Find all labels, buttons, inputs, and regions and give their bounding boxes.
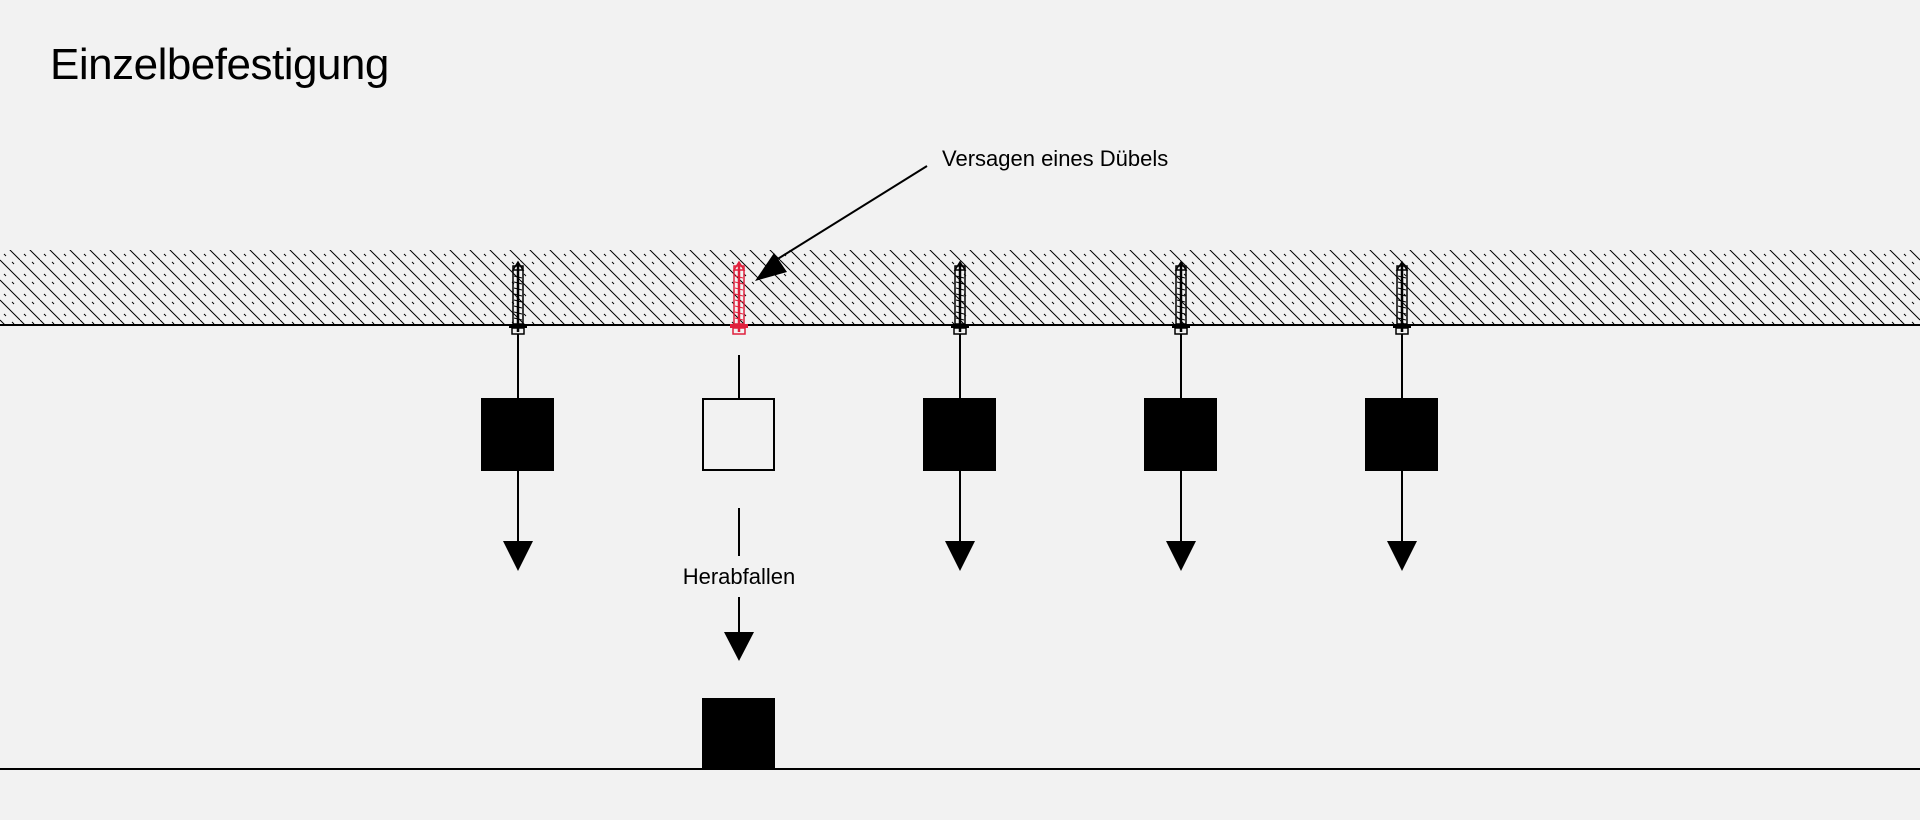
falling-arrowhead: [724, 632, 754, 661]
anchor-thread: [1397, 299, 1407, 303]
anchor-thread: [734, 293, 744, 297]
anchor-washer: [509, 324, 527, 328]
anchor-thread: [734, 281, 744, 285]
falling-label: Herabfallen: [683, 564, 796, 589]
anchor-thread: [734, 299, 744, 303]
load-block: [1144, 398, 1217, 471]
anchor-thread: [1176, 317, 1186, 321]
anchor-thread: [734, 305, 744, 309]
falling-annotation: Herabfallen: [683, 508, 796, 769]
failure-annotation: Versagen eines Dübels: [755, 146, 1168, 281]
anchor-thread: [513, 293, 523, 297]
load-block: [481, 398, 554, 471]
anchor-thread: [955, 311, 965, 315]
anchor-thread: [513, 305, 523, 309]
failure-arrowhead: [755, 253, 787, 281]
anchor-thread: [1176, 311, 1186, 315]
anchor-thread: [955, 317, 965, 321]
anchor-thread: [1176, 299, 1186, 303]
fallen-load: [702, 698, 775, 769]
anchor-thread: [955, 299, 965, 303]
anchor-cone: [732, 260, 746, 271]
anchor-2: [702, 260, 775, 471]
anchor-5: [1365, 260, 1438, 571]
anchor-thread: [955, 281, 965, 285]
failure-pointer-line: [767, 165, 928, 266]
load-force-arrowhead: [945, 541, 975, 571]
anchor-thread: [1176, 275, 1186, 279]
anchor-thread: [734, 311, 744, 315]
anchor-thread: [513, 275, 523, 279]
load-block: [923, 398, 996, 471]
anchor-thread: [1397, 281, 1407, 285]
anchor-washer: [1393, 324, 1411, 328]
failure-label: Versagen eines Dübels: [942, 146, 1168, 171]
anchor-washer: [730, 324, 748, 328]
anchor-thread: [734, 275, 744, 279]
anchor-thread: [1176, 287, 1186, 291]
anchor-thread: [1397, 275, 1407, 279]
anchor-thread: [1176, 281, 1186, 285]
anchor-cone: [1395, 260, 1409, 271]
anchor-cone: [1174, 260, 1188, 271]
anchor-washer: [1172, 324, 1190, 328]
diagram-title: Einzelbefestigung: [50, 40, 389, 89]
anchor-1: [481, 260, 554, 571]
anchor-thread: [1176, 305, 1186, 309]
anchor-thread: [1397, 293, 1407, 297]
anchor-thread: [734, 317, 744, 321]
anchor-thread: [513, 299, 523, 303]
anchor-thread: [955, 293, 965, 297]
anchor-thread: [1397, 317, 1407, 321]
anchors-layer: [481, 260, 1438, 571]
load-force-arrowhead: [1166, 541, 1196, 571]
anchor-cone: [953, 260, 967, 271]
anchor-thread: [513, 317, 523, 321]
anchor-washer: [951, 324, 969, 328]
empty-load-outline: [702, 398, 775, 471]
anchor-nut: [732, 327, 746, 335]
anchor-thread: [955, 275, 965, 279]
anchor-thread: [1397, 305, 1407, 309]
anchor-4: [1144, 260, 1217, 571]
anchor-3: [923, 260, 996, 571]
load-force-arrowhead: [503, 541, 533, 571]
anchor-thread: [955, 287, 965, 291]
anchor-thread: [513, 311, 523, 315]
anchor-thread: [1397, 287, 1407, 291]
anchor-thread: [1176, 293, 1186, 297]
anchor-cone: [511, 260, 525, 271]
load-block: [1365, 398, 1438, 471]
anchor-thread: [955, 305, 965, 309]
anchor-thread: [513, 281, 523, 285]
load-force-arrowhead: [1387, 541, 1417, 571]
anchor-thread: [734, 287, 744, 291]
anchor-thread: [1397, 311, 1407, 315]
anchor-thread: [513, 287, 523, 291]
